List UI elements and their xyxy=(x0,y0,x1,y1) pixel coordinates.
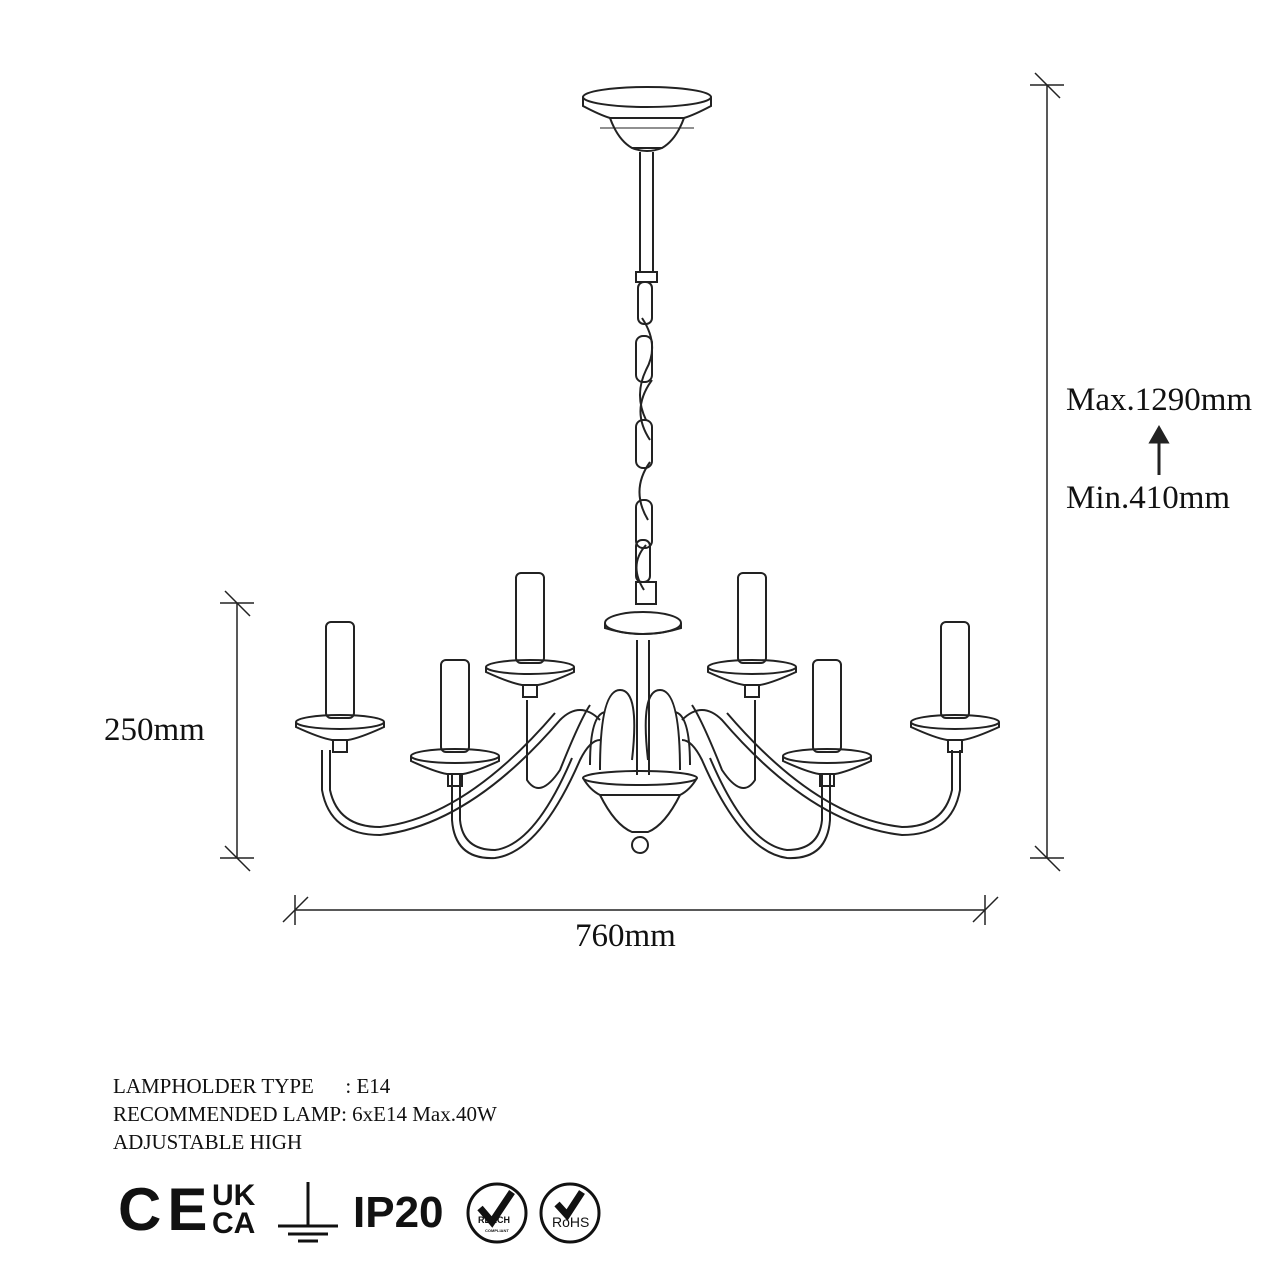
earth-ground-icon xyxy=(278,1182,338,1243)
ceiling-canopy xyxy=(582,86,712,152)
dimension-lines xyxy=(220,72,1064,925)
candle-1 xyxy=(295,621,385,753)
center-hub xyxy=(582,611,698,854)
min-height-label: Min.410mm xyxy=(1066,480,1231,516)
arrow-up-icon xyxy=(1148,424,1170,475)
chain xyxy=(635,281,657,605)
ukca-top: UK xyxy=(212,1179,256,1212)
candle-2 xyxy=(410,659,500,787)
body-height-label: 250mm xyxy=(104,712,205,748)
candle-5 xyxy=(782,659,872,787)
rohs-check-icon xyxy=(539,1182,601,1244)
ip-rating: IP20 xyxy=(353,1188,444,1237)
ce-mark-icon: CE xyxy=(118,1176,214,1243)
arms xyxy=(321,700,961,860)
candle-6 xyxy=(910,621,1000,753)
width-label: 760mm xyxy=(575,918,676,954)
candles xyxy=(295,572,1000,787)
reach-sub-label: COMPLIANT xyxy=(485,1228,509,1233)
adjustable-spec: ADJUSTABLE HIGH xyxy=(113,1130,303,1154)
candle-4 xyxy=(707,572,797,698)
max-height-label: Max.1290mm xyxy=(1066,382,1253,418)
ukca-bottom: CA xyxy=(212,1207,256,1240)
recommended-lamp-spec: RECOMMENDED LAMP: 6xE14 Max.40W xyxy=(113,1102,497,1126)
reach-check-icon xyxy=(466,1182,528,1244)
reach-label: REACH xyxy=(478,1215,511,1225)
rohs-label: RoHS xyxy=(552,1214,590,1230)
ukca-mark-icon: UK CA xyxy=(212,1179,256,1240)
lampholder-spec: LAMPHOLDER TYPE : E14 xyxy=(113,1074,391,1098)
suspension-rod xyxy=(635,152,658,283)
candle-3 xyxy=(485,572,575,698)
